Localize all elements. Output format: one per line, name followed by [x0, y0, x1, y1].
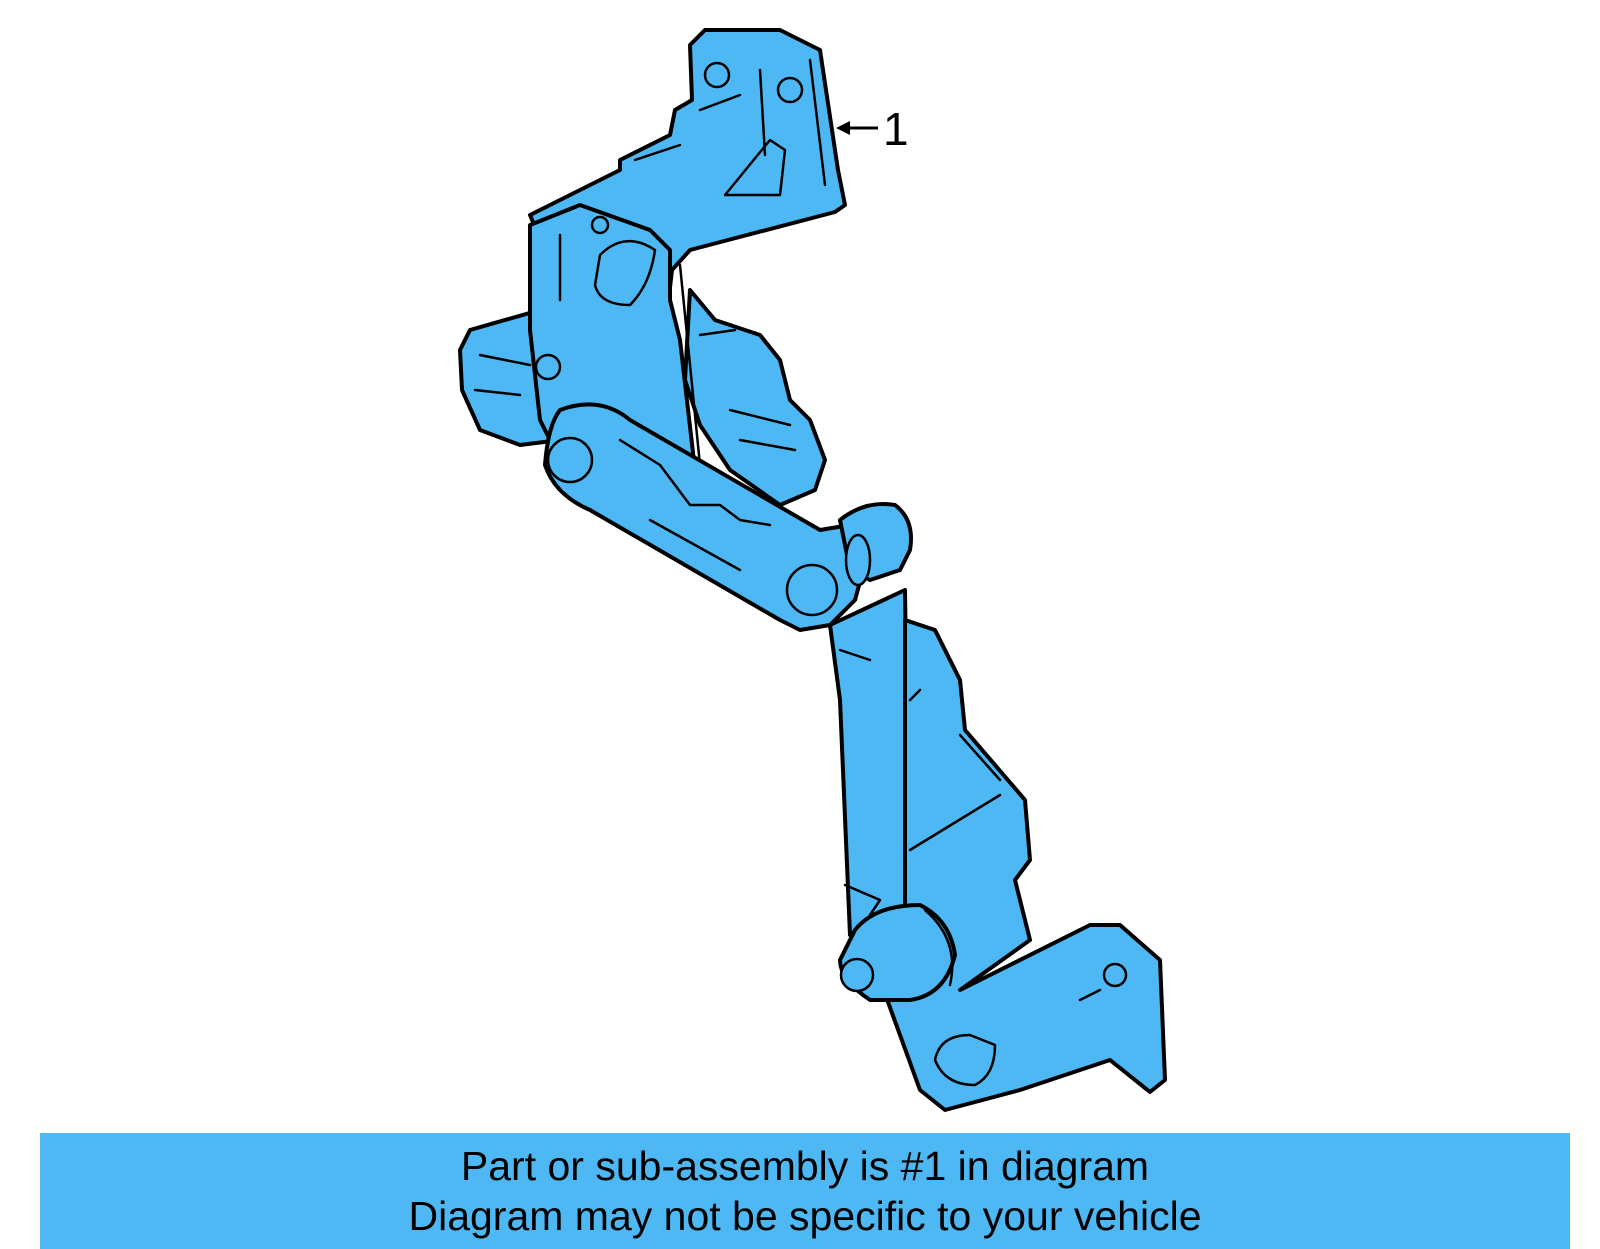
lower-mounting-bracket	[878, 618, 1167, 1112]
lower-bracket-hole	[1102, 962, 1128, 988]
callout-arrowhead	[836, 121, 850, 135]
ball-joint-lower-pin	[839, 957, 875, 993]
lever-end-hole	[785, 563, 839, 617]
sensor-housing-rear	[683, 288, 827, 507]
link-rod	[828, 588, 912, 937]
link-rod-detail	[838, 648, 882, 917]
sensor-body-hole	[534, 353, 562, 381]
lever-rib	[618, 438, 772, 572]
housing-line	[698, 328, 797, 452]
footer-text-line-2: Diagram may not be specific to your vehi…	[408, 1193, 1202, 1239]
sensor-body-line	[558, 233, 702, 467]
callout-number: 1	[883, 103, 909, 155]
ball-joint-pin	[844, 533, 872, 587]
lower-bracket-rib	[933, 1033, 997, 1087]
bracket-rib	[723, 138, 787, 197]
level-sensor-assembly	[458, 28, 1167, 1112]
bracket-edge	[633, 58, 827, 187]
callout-1: 1	[836, 103, 909, 155]
footer-banner: Part or sub-assembly is #1 in diagram Di…	[40, 1133, 1570, 1249]
bracket-hole	[703, 61, 731, 89]
lower-bracket-edge	[908, 688, 1102, 1002]
bracket-hole	[776, 76, 804, 104]
lever-pivot-hole	[546, 436, 594, 484]
lower-joint-detail	[923, 908, 954, 987]
footer-text-line-1: Part or sub-assembly is #1 in diagram	[460, 1143, 1150, 1189]
connector-line	[473, 353, 532, 397]
sensor-lever-arm	[543, 402, 872, 632]
sensor-body-recess	[593, 239, 657, 307]
sensor-body-hole	[590, 215, 610, 235]
